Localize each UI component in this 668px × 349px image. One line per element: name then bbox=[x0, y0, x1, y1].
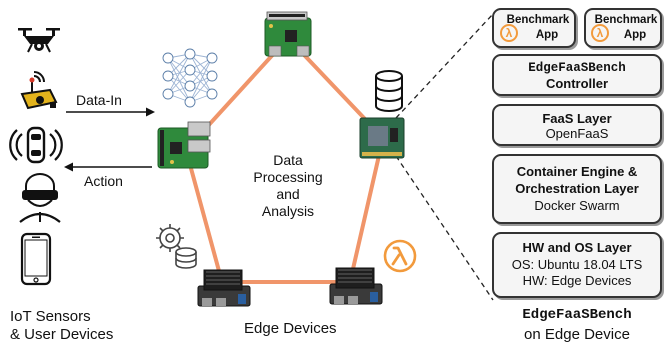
zoom-line-top bbox=[395, 13, 494, 119]
action-arrow bbox=[64, 162, 152, 172]
iot-caption-line2: & User Devices bbox=[10, 326, 114, 343]
pentagon-line-1: Data bbox=[273, 152, 303, 168]
container-line2: Orchestration Layer bbox=[515, 181, 639, 196]
database-icon bbox=[375, 70, 403, 112]
benchmark-app-2-line1: Benchmark bbox=[594, 14, 658, 26]
action-label: Action bbox=[84, 173, 123, 189]
hw-os-layer-box: HW and OS Layer OS: Ubuntu 18.04 LTS HW:… bbox=[492, 232, 662, 298]
benchmark-app-box-2: λ Benchmark App bbox=[584, 8, 662, 48]
container-line1: Container Engine & bbox=[516, 164, 638, 179]
pentagon-line-3: and bbox=[276, 186, 300, 202]
controller-line1: EdgeFaaSBench bbox=[528, 61, 626, 75]
edge-devices-caption: Edge Devices bbox=[244, 320, 337, 337]
controller-line2: Controller bbox=[545, 76, 609, 91]
faas-layer-box: FaaS Layer OpenFaaS bbox=[492, 104, 662, 146]
stack-caption-line1: EdgeFaaSBench bbox=[522, 307, 632, 323]
neural-network-icon bbox=[162, 48, 218, 108]
benchmark-app-box-1: λ Benchmark App bbox=[492, 8, 576, 48]
raspberry-pi-top bbox=[264, 11, 312, 57]
iot-caption-line1: IoT Sensors bbox=[10, 308, 91, 325]
container-layer-box: Container Engine & Orchestration Layer D… bbox=[492, 154, 662, 224]
gps-tracker-icon bbox=[20, 71, 58, 110]
jetson-board-bottom-left bbox=[197, 269, 251, 307]
benchmark-app-1-line2: App bbox=[535, 29, 559, 41]
pentagon-line-2: Processing bbox=[253, 169, 323, 185]
pentagon-center-label: Data Processing and Analysis bbox=[238, 152, 338, 220]
container-line3: Docker Swarm bbox=[534, 198, 620, 213]
jetson-board-bottom-right bbox=[329, 267, 383, 305]
benchmark-app-1-line1: Benchmark bbox=[506, 14, 570, 26]
data-in-arrow bbox=[66, 107, 155, 117]
lambda-icon: λ bbox=[500, 24, 518, 42]
pentagon-line-4: Analysis bbox=[261, 203, 315, 219]
hw-line3: HW: Edge Devices bbox=[522, 273, 632, 288]
stack-caption-line2: on Edge Device bbox=[524, 326, 630, 343]
vr-headset-user-icon bbox=[19, 173, 61, 223]
faas-line2: OpenFaaS bbox=[545, 126, 609, 141]
zoom-line-bottom bbox=[395, 155, 494, 301]
controller-box: EdgeFaaSBench Controller bbox=[492, 54, 662, 96]
jetson-module-right bbox=[359, 117, 405, 159]
data-in-label: Data-In bbox=[76, 92, 122, 108]
drone-icon bbox=[18, 28, 60, 53]
raspberry-pi-left bbox=[157, 121, 211, 169]
iot-caption: IoT Sensors & User Devices bbox=[10, 308, 113, 344]
hw-line2: OS: Ubuntu 18.04 LTS bbox=[511, 256, 643, 272]
lambda-icon bbox=[383, 239, 417, 273]
benchmark-app-2-line2: App bbox=[623, 29, 647, 41]
gear-database-icon bbox=[156, 224, 197, 269]
connected-car-icon bbox=[9, 126, 63, 164]
lambda-icon: λ bbox=[591, 24, 609, 42]
faas-line1: FaaS Layer bbox=[542, 111, 612, 126]
hw-line1: HW and OS Layer bbox=[522, 240, 632, 255]
smartphone-icon bbox=[20, 232, 52, 286]
stack-caption: EdgeFaaSBench on Edge Device bbox=[488, 306, 666, 344]
